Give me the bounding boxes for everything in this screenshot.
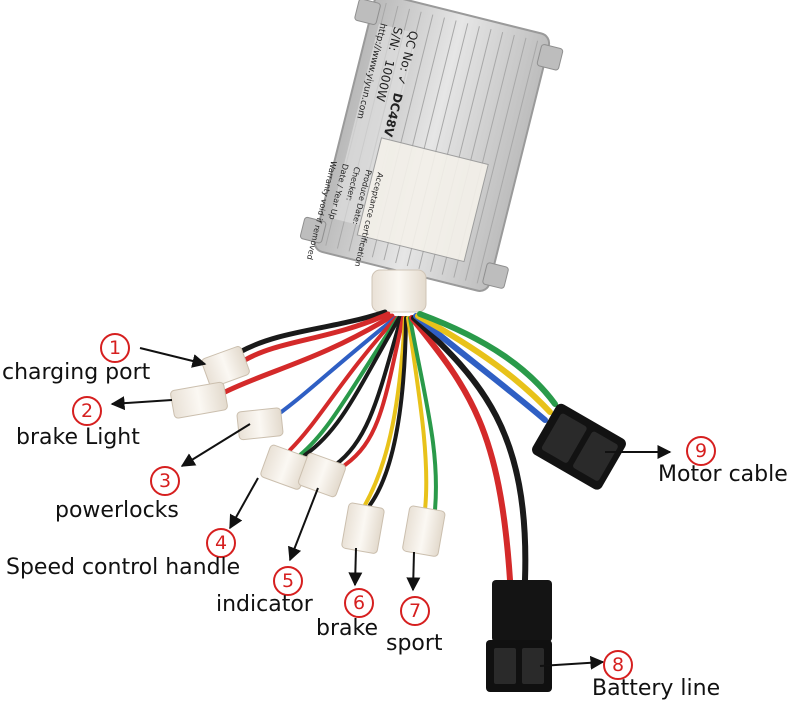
label-indicator: indicator [216,592,313,617]
connector-charging-port [201,346,250,388]
callout-number-1: 1 [100,333,130,363]
connector-brake-light [170,381,228,419]
callout-number-8: 8 [603,650,633,680]
label-charging-port: charging port [2,360,151,385]
connector-motor-cable [532,403,626,490]
callout-number-3: 3 [150,466,180,496]
heat-sink-fin [465,37,527,281]
sn-label: S/N: [386,25,406,52]
qc-value: ✓ [394,74,410,87]
connector-powerlocks [236,407,284,441]
callout-number-6: 6 [344,588,374,618]
callout-arrows [110,347,672,670]
heat-sink-fin [476,40,539,284]
label-speed-control-handle: Speed control handle [6,555,241,580]
label-motor-cable: Motor cable [658,462,788,487]
wire-bundle [222,309,558,583]
connector-sport [402,505,446,557]
cable-grommet [371,269,427,313]
callout-number-5: 5 [273,566,303,596]
label-sport: sport [386,631,443,656]
callout-number-4: 4 [206,528,236,558]
callout-number-2: 2 [72,396,102,426]
callout-number-9: 9 [686,436,716,466]
label-brake: brake [316,616,378,641]
controller-housing [299,0,564,292]
label-battery-line: Battery line [592,676,721,701]
connector-battery-line [486,580,552,692]
label-powerlocks: powerlocks [55,498,179,523]
callout-number-7: 7 [400,596,430,626]
connector-brake [341,502,385,554]
label-brake-light: brake Light [16,425,140,450]
